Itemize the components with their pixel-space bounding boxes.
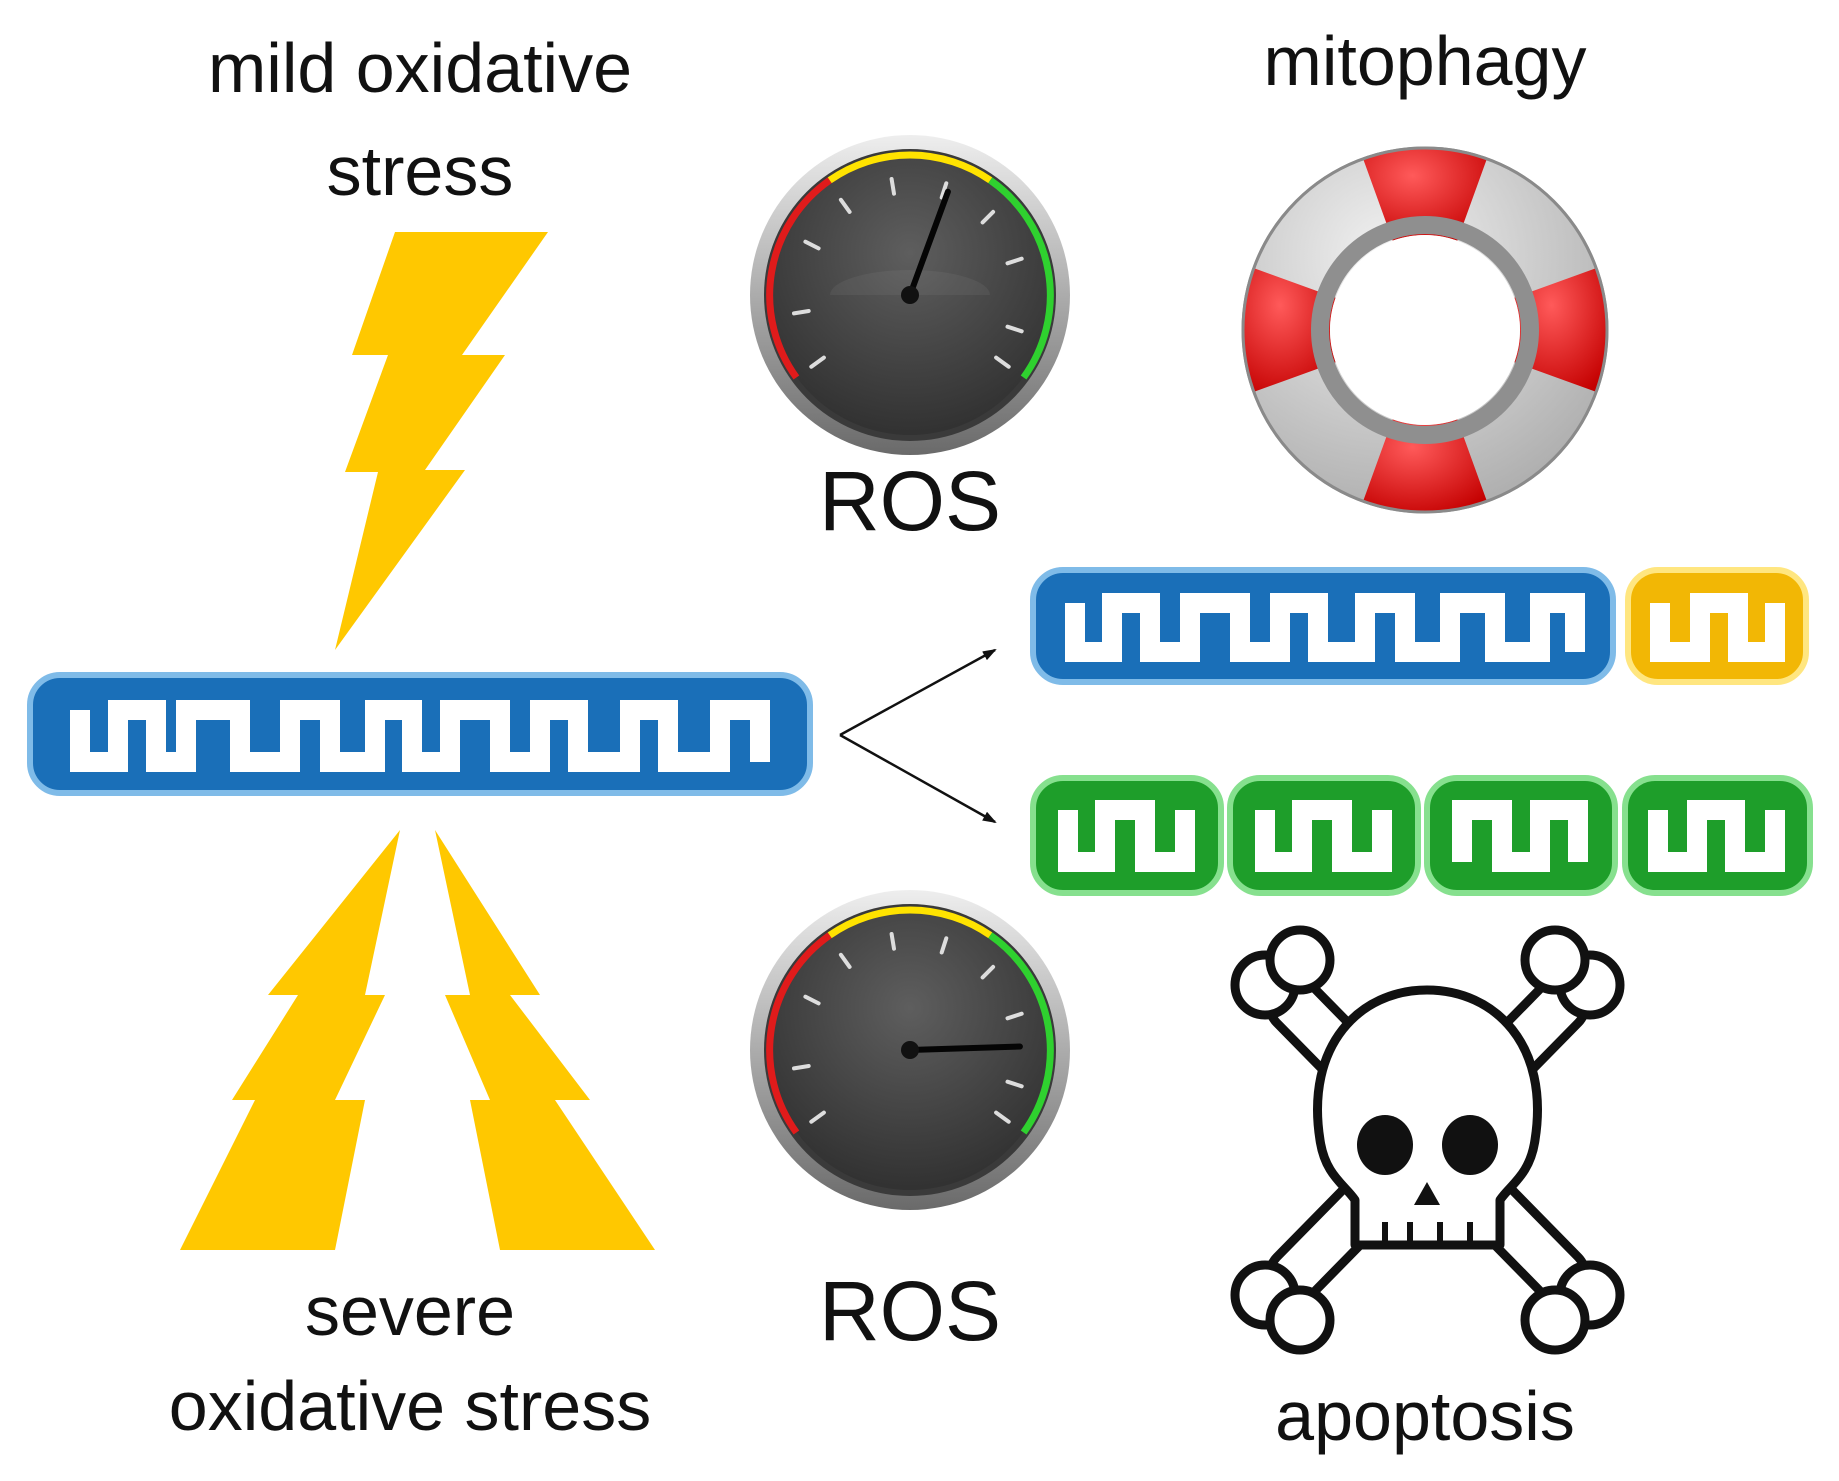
mitochondrion-green-fragment-3 [1424,775,1618,896]
mitochondrion-icon [27,672,813,796]
ros-label-bottom: ROS [819,1264,1001,1358]
mitochondrion-blue-fused [1030,567,1616,685]
ros-gauge-icon [750,890,1070,1210]
gauge-needle-top [907,188,951,298]
ros-label-top: ROS [819,454,1001,548]
ros-gauge-top [750,135,1070,455]
mitochondrion-green-fragment-2 [1227,775,1421,896]
lightning-bolt-icon [335,232,548,650]
mitochondrion-yellow-damaged [1625,567,1809,685]
severe-stress-label-line1: severe [305,1272,515,1350]
mitochondrion-green-fragment-4 [1622,775,1813,896]
severe-stress-label-line2: oxidative stress [169,1367,651,1445]
mild-stress-label-line1: mild oxidative [208,29,632,107]
arrow-to-fusion [839,648,997,737]
lifebuoy-icon [1241,146,1609,514]
double-lightning-bolt-icon [180,830,655,1250]
ros-gauge-icon [750,135,1070,455]
mitochondrion-green-fragment-1 [1030,775,1224,896]
skull-crossbones-icon [1230,925,1625,1355]
apoptosis-label: apoptosis [1275,1377,1575,1455]
gauge-needle-bottom [907,1043,1023,1053]
mitophagy-label: mitophagy [1264,22,1587,100]
arrow-to-fission [839,733,997,824]
ros-gauge-bottom [750,890,1070,1210]
mild-stress-label-line2: stress [327,132,514,210]
